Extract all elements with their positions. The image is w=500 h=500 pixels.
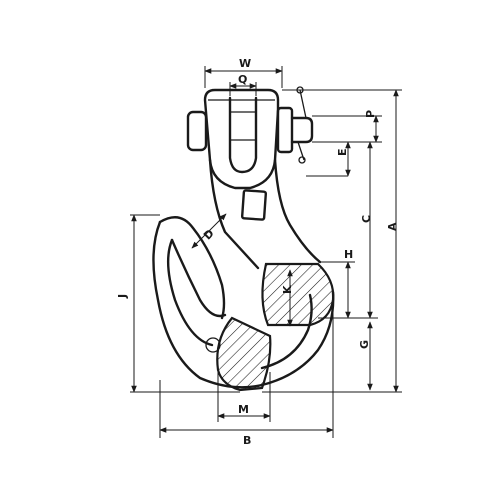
- label-p: P: [364, 110, 377, 118]
- label-g: G: [358, 340, 371, 349]
- label-j: J: [116, 294, 129, 299]
- label-k: K: [281, 285, 294, 294]
- label-q: Q: [238, 73, 247, 86]
- label-a: A: [386, 222, 399, 231]
- label-d: D: [201, 227, 217, 243]
- label-e: E: [336, 148, 349, 156]
- label-b: B: [243, 434, 251, 447]
- section-bowl: [216, 316, 272, 392]
- dimension-lines: [130, 66, 402, 438]
- clevis: [186, 86, 314, 190]
- label-c: C: [360, 215, 373, 223]
- label-w: W: [239, 57, 251, 70]
- label-m: M: [238, 403, 249, 416]
- section-throat: [261, 262, 335, 327]
- label-h: H: [344, 248, 353, 261]
